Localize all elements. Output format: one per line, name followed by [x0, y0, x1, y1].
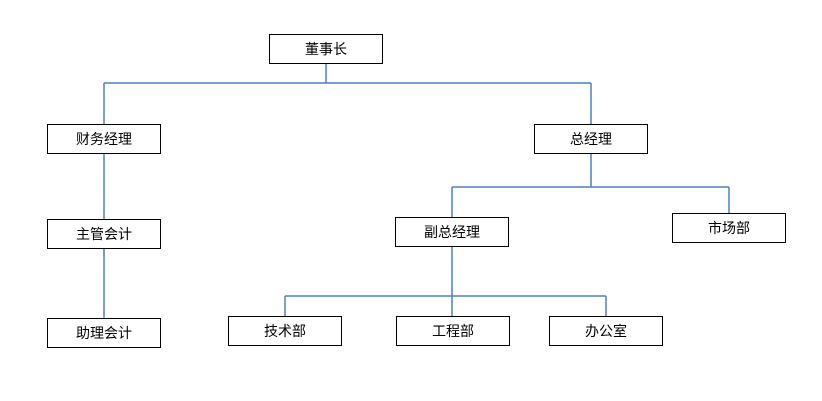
node-marketing-dept: 市场部 [672, 213, 786, 243]
node-general-manager: 总经理 [534, 124, 648, 154]
node-engineering-dept: 工程部 [396, 316, 510, 346]
node-chairman: 董事长 [269, 34, 383, 64]
node-office: 办公室 [549, 316, 663, 346]
node-finance-manager: 财务经理 [47, 124, 161, 154]
node-technical-dept: 技术部 [228, 316, 342, 346]
node-assistant-accountant: 助理会计 [47, 318, 161, 348]
node-deputy-general-manager: 副总经理 [395, 217, 509, 247]
node-supervising-accountant: 主管会计 [47, 219, 161, 249]
